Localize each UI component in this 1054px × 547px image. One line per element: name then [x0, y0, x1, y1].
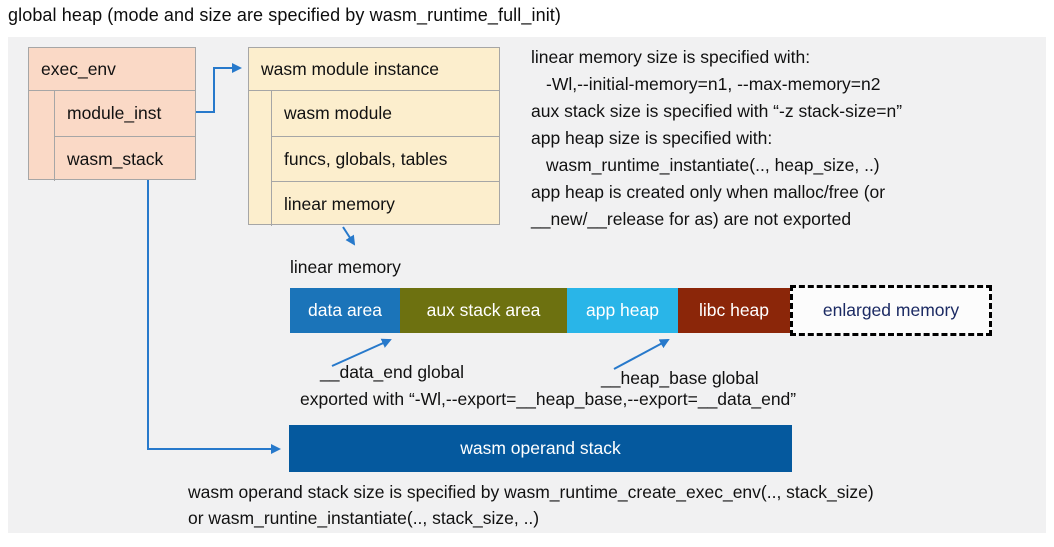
segment-app-heap: app heap — [567, 288, 678, 333]
wasm-operand-stack-box: wasm operand stack — [289, 425, 792, 472]
note-line: app heap is created only when malloc/fre… — [531, 182, 886, 202]
module-instance-header: wasm module instance — [249, 48, 499, 91]
linear-memory-bar: data area aux stack area app heap libc h… — [290, 288, 790, 333]
linear-memory-label: linear memory — [290, 257, 401, 277]
note-line: aux stack size is specified with “-z sta… — [531, 101, 903, 121]
note-line: -Wl,--initial-memory=n1, --max-memory=n2 — [546, 74, 881, 94]
exec-env-row-wasm-stack: wasm_stack — [54, 136, 195, 181]
module-instance-row-linear-memory: linear memory — [271, 181, 499, 226]
exec-env-row-module-inst: module_inst — [54, 91, 195, 136]
exec-env-box: exec_env module_inst wasm_stack — [28, 47, 196, 181]
diagram-title: global heap (mode and size are specified… — [8, 5, 561, 25]
module-instance-row-wasm-module: wasm module — [271, 91, 499, 136]
note-line: __new/__release for as) are not exported — [531, 209, 852, 229]
segment-enlarged-memory: enlarged memory — [790, 285, 992, 336]
wasm-module-instance-box: wasm module instance wasm module funcs, … — [248, 47, 500, 226]
segment-data-area: data area — [290, 288, 400, 333]
note-line: wasm operand stack size is specified by … — [188, 482, 874, 502]
data-end-global-label: __data_end global — [320, 362, 465, 382]
bottom-notes-block: wasm operand stack size is specified by … — [188, 479, 1048, 531]
heap-base-global-label: __heap_base global — [601, 368, 759, 388]
export-flags-label: exported with “-Wl,--export=__heap_base,… — [300, 389, 797, 409]
exec-env-header: exec_env — [29, 48, 195, 91]
note-line: linear memory size is specified with: — [531, 47, 811, 67]
note-line: wasm_runtime_instantiate(.., heap_size, … — [546, 155, 880, 175]
segment-aux-stack-area: aux stack area — [400, 288, 567, 333]
segment-libc-heap: libc heap — [678, 288, 790, 333]
note-line: app heap size is specified with: — [531, 128, 773, 148]
note-line: or wasm_runtine_instantiate(.., stack_si… — [188, 508, 540, 528]
module-instance-row-funcs-globals-tables: funcs, globals, tables — [271, 136, 499, 181]
right-notes-block: linear memory size is specified with: -W… — [531, 44, 1046, 233]
